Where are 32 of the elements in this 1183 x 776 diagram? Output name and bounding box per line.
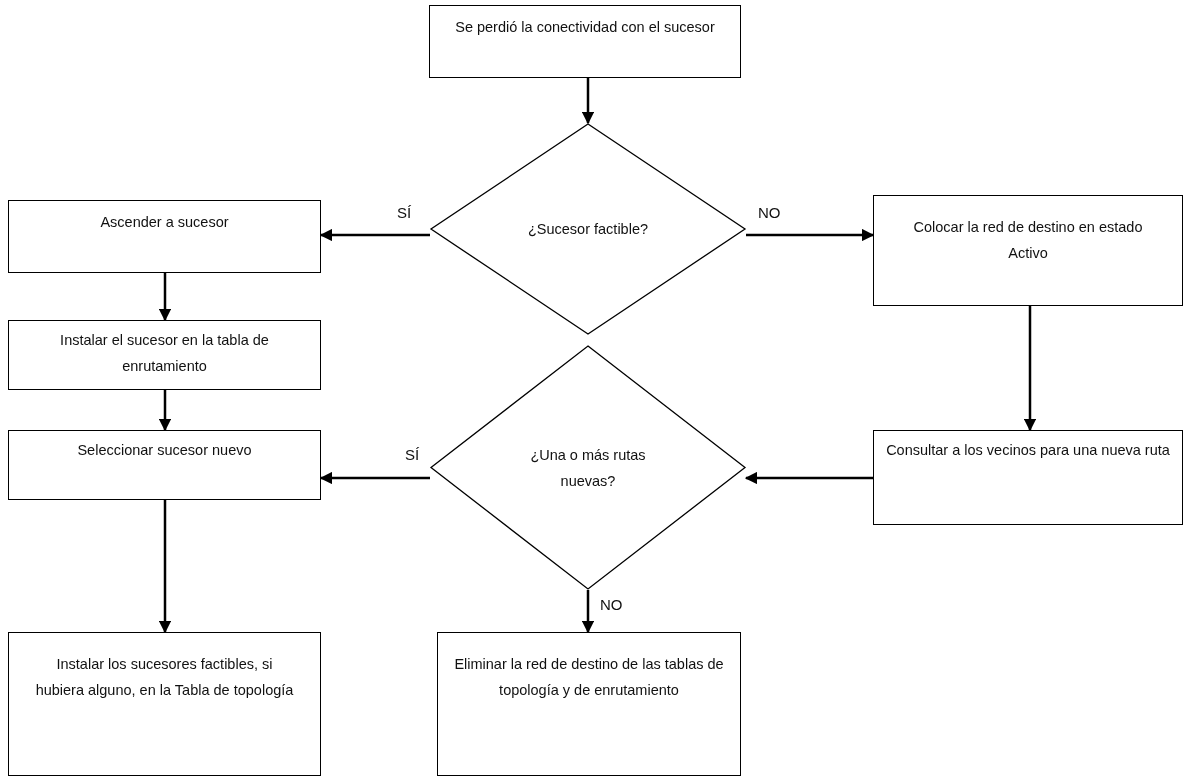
step-text: Seleccionar sucesor nuevo <box>77 441 252 460</box>
arrow <box>581 590 595 634</box>
arrow <box>744 471 873 485</box>
edge-label: SÍ <box>403 446 422 463</box>
process-box <box>429 5 741 78</box>
process-box <box>8 430 321 500</box>
arrow <box>319 228 430 242</box>
step-text: Eliminar la red de destino de las tablas de topología y de enrutamiento <box>453 655 725 700</box>
decision-diamond <box>430 345 746 590</box>
arrow <box>319 471 430 485</box>
process-box <box>437 632 741 776</box>
decision-text: ¿Sucesor factible? <box>527 220 649 239</box>
step-text: Se perdió la conectividad con el sucesor <box>455 18 715 37</box>
process-box <box>8 320 321 390</box>
step-text: Consultar a los vecinos para una nueva ruta <box>886 441 1170 460</box>
decision-text: ¿Una o más rutas nuevas? <box>529 445 647 491</box>
process-box <box>873 430 1183 525</box>
arrow <box>158 273 172 322</box>
process-box <box>873 195 1183 306</box>
step-text: Instalar los sucesores factibles, si hubiera alguno, en la Tabla de topología <box>34 655 295 700</box>
decision-diamond <box>430 123 746 335</box>
arrow <box>581 78 595 125</box>
step-text: Ascender a sucesor <box>100 213 229 232</box>
arrow <box>158 500 172 634</box>
process-box <box>8 200 321 273</box>
process-box <box>8 632 321 776</box>
edge-label: SÍ <box>395 204 414 221</box>
arrow <box>746 228 875 242</box>
arrow <box>1023 306 1037 432</box>
step-text: Instalar el sucesor en la tabla de enrutamiento <box>59 331 270 376</box>
arrow <box>158 390 172 432</box>
step-text: Colocar la red de destino en estado Activo <box>912 218 1144 263</box>
